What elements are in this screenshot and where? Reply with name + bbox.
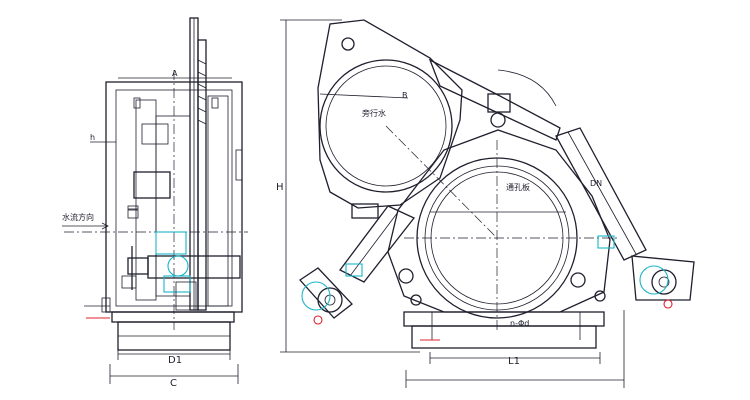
left-cyan-block <box>345 263 363 277</box>
left-base-plate <box>111 311 235 323</box>
bolt-hole-right <box>570 272 586 288</box>
left-cylinder-rod <box>349 211 399 277</box>
dim-c-label: C <box>170 378 177 389</box>
left-box-top <box>141 123 169 145</box>
left-small-rect-2 <box>127 205 139 210</box>
bolt-small-left <box>410 294 422 306</box>
arm-clevis <box>487 93 511 113</box>
right-actuator-cyan <box>639 265 669 295</box>
dim-b-leader <box>319 93 409 99</box>
actuator-lower-cyan <box>163 275 191 293</box>
rack-teeth <box>197 59 207 125</box>
right-actuator-hub <box>658 276 670 288</box>
left-red-marker <box>313 315 323 325</box>
bolt-hole-top <box>490 112 506 128</box>
dim-b-label: B <box>402 91 408 100</box>
right-front-view: H B 旁行水 通孔板 DN <box>276 19 695 388</box>
left-tab-1 <box>133 97 141 109</box>
upper-housing <box>317 19 463 209</box>
stem-rack-2 <box>197 39 207 311</box>
left-plate-3 <box>207 95 229 307</box>
passage-hole-label: 通孔板 <box>506 182 530 192</box>
left-small-rect-1 <box>127 209 139 219</box>
n-d0-label: n-Φd <box>510 319 529 328</box>
bypass-disc-inner <box>325 65 447 187</box>
dim-d1-label: D1 <box>168 355 182 366</box>
pipe-flange <box>101 297 111 313</box>
right-red-marker <box>663 299 673 309</box>
right-cylinder-rod <box>567 131 637 255</box>
left-plate-2 <box>155 115 191 297</box>
left-cylinder-cap <box>351 203 379 219</box>
main-body <box>387 129 611 313</box>
right-foundation <box>411 325 597 349</box>
left-side-tab <box>235 149 243 181</box>
left-box <box>133 171 171 199</box>
left-side-view: A h 水流方向 D1 C <box>62 17 248 389</box>
lifting-hole <box>341 37 355 51</box>
actuator-bracket-cyan <box>155 231 187 255</box>
bypass-label: 旁行水 <box>362 108 386 118</box>
left-tab-2 <box>211 97 219 109</box>
bypass-disc-outer <box>319 59 453 193</box>
right-base-plate <box>403 311 605 327</box>
left-lower-block <box>175 281 197 311</box>
dim-L1-label: L1 <box>508 356 520 367</box>
water-flow-label: 水流方向 <box>62 212 94 222</box>
swing-arc <box>497 69 557 107</box>
right-actuator-housing <box>631 255 695 301</box>
link-centerline <box>385 125 498 239</box>
bolt-hole-left <box>398 268 414 284</box>
dim-a-label: A <box>172 69 178 78</box>
left-cylinder <box>339 205 416 283</box>
actuator-circle-cyan <box>167 255 189 277</box>
water-flow-arrowhead <box>101 222 109 230</box>
right-cyan-block <box>597 235 615 249</box>
left-plate-1 <box>135 99 157 301</box>
left-lower-small <box>121 275 137 289</box>
left-actuator-cyan <box>301 281 331 311</box>
left-actuator-housing <box>299 267 353 319</box>
upper-arm <box>428 58 561 141</box>
dim-h-label: h <box>90 133 95 142</box>
bolt-small-right <box>594 290 606 302</box>
handwheel-hub <box>127 257 149 275</box>
right-cylinder <box>555 127 647 261</box>
dim-H-label: H <box>276 182 284 193</box>
dn-label: DN <box>590 179 602 188</box>
